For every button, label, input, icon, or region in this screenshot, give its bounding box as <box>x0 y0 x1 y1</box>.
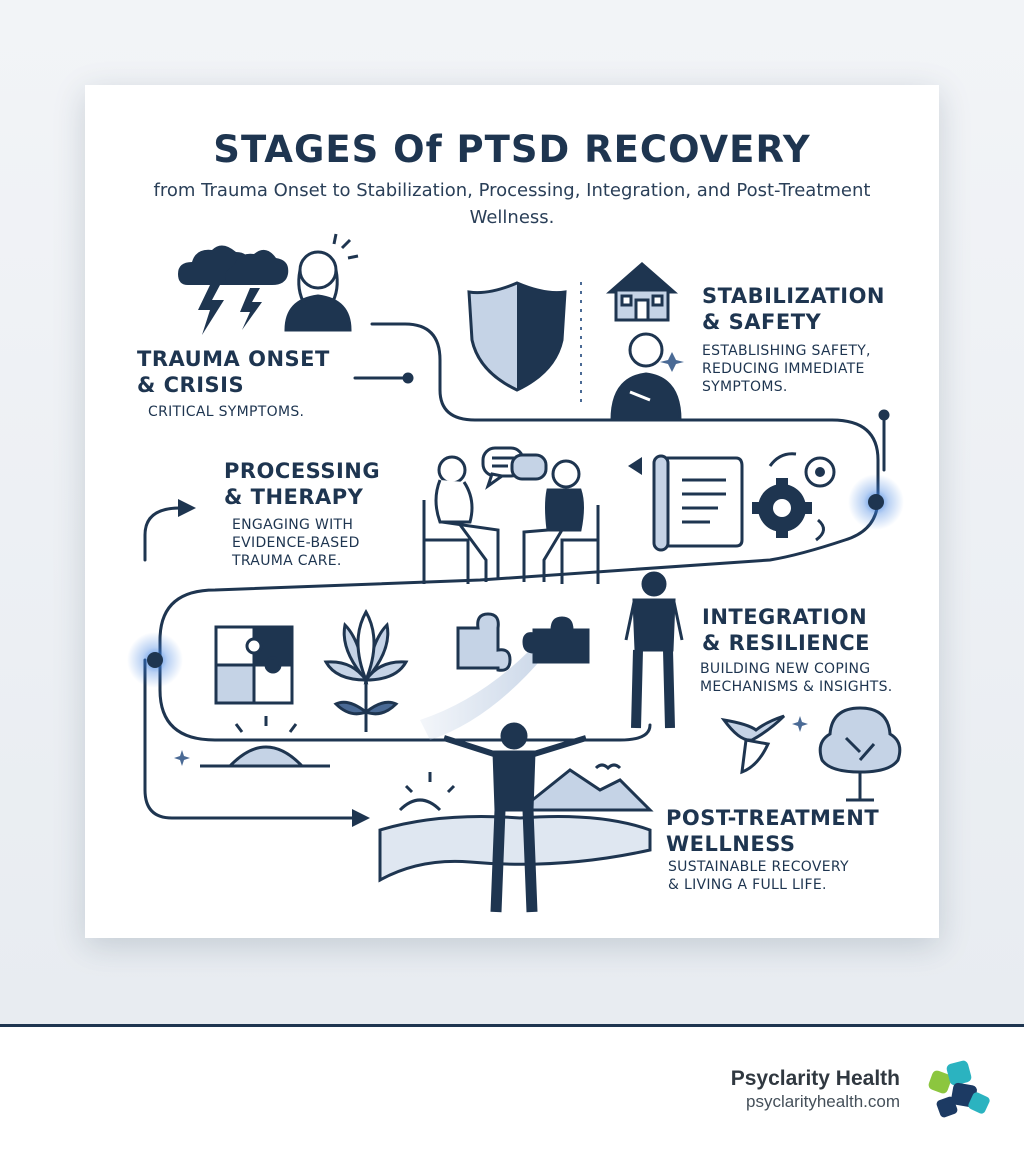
sparkle-icon <box>174 716 808 766</box>
stage-desc-trauma-onset: CRITICAL SYMPTOMS. <box>148 404 305 420</box>
motion-swoosh <box>420 650 545 740</box>
distressed-person-icon <box>284 233 359 332</box>
recovery-path <box>143 322 886 820</box>
arrow-head <box>628 457 642 475</box>
footer <box>0 1027 1024 1154</box>
path-node <box>878 409 890 421</box>
bird-icon <box>720 714 786 775</box>
footer-divider <box>0 1024 1024 1027</box>
storm-cloud-icon <box>178 245 289 335</box>
infographic-subtitle: from Trauma Onset to Stabilization, Proc… <box>153 180 871 228</box>
path-node <box>402 372 414 384</box>
therapy-session-icon <box>422 455 600 584</box>
tree-icon <box>818 706 902 802</box>
landscape-scene <box>378 763 654 883</box>
brand-url-link[interactable]: psyclarityhealth.com <box>745 1092 900 1111</box>
speech-bubbles-icon <box>481 446 548 490</box>
stage-title-integration: INTEGRATION & RESILIENCE <box>702 605 870 655</box>
infographic-title: STAGES Of PTSD RECOVERY <box>213 128 811 171</box>
shield-icon <box>467 281 567 392</box>
arrow-head <box>352 809 370 827</box>
house-icon <box>606 262 678 322</box>
puzzle-icon <box>214 625 294 705</box>
stage-desc-integration: BUILDING NEW COPING MECHANISMS & INSIGHT… <box>700 661 893 695</box>
stage-desc-processing: ENGAGING WITH EVIDENCE-BASED TRAUMA CARE… <box>232 517 360 569</box>
recovery-path-art <box>127 233 904 913</box>
stage-title-trauma-onset: TRAUMA ONSET & CRISIS <box>137 347 330 397</box>
stage-title-processing: PROCESSING & THERAPY <box>224 459 381 509</box>
arrow-head <box>178 499 196 517</box>
sunrise-icon <box>200 716 330 768</box>
logo-icon <box>928 1060 990 1118</box>
brand-name: Psyclarity Health <box>730 1067 900 1090</box>
puzzle-piece-icon <box>456 612 590 672</box>
stage-title-post-treatment: POST-TREATMENT WELLNESS <box>666 806 880 856</box>
lotus-icon <box>323 608 409 732</box>
stage-desc-stabilization: ESTABLISHING SAFETY, REDUCING IMMEDIATE … <box>702 343 871 395</box>
calm-person-icon <box>610 332 684 422</box>
person-open-arms-icon <box>443 722 587 913</box>
document-scroll-icon <box>652 454 744 552</box>
stage-title-stabilization: STABILIZATION & SAFETY <box>702 284 886 334</box>
standing-person-icon <box>624 571 684 729</box>
gears-icon <box>752 452 836 542</box>
stage-desc-post-treatment: SUSTAINABLE RECOVERY & LIVING A FULL LIF… <box>668 859 849 893</box>
